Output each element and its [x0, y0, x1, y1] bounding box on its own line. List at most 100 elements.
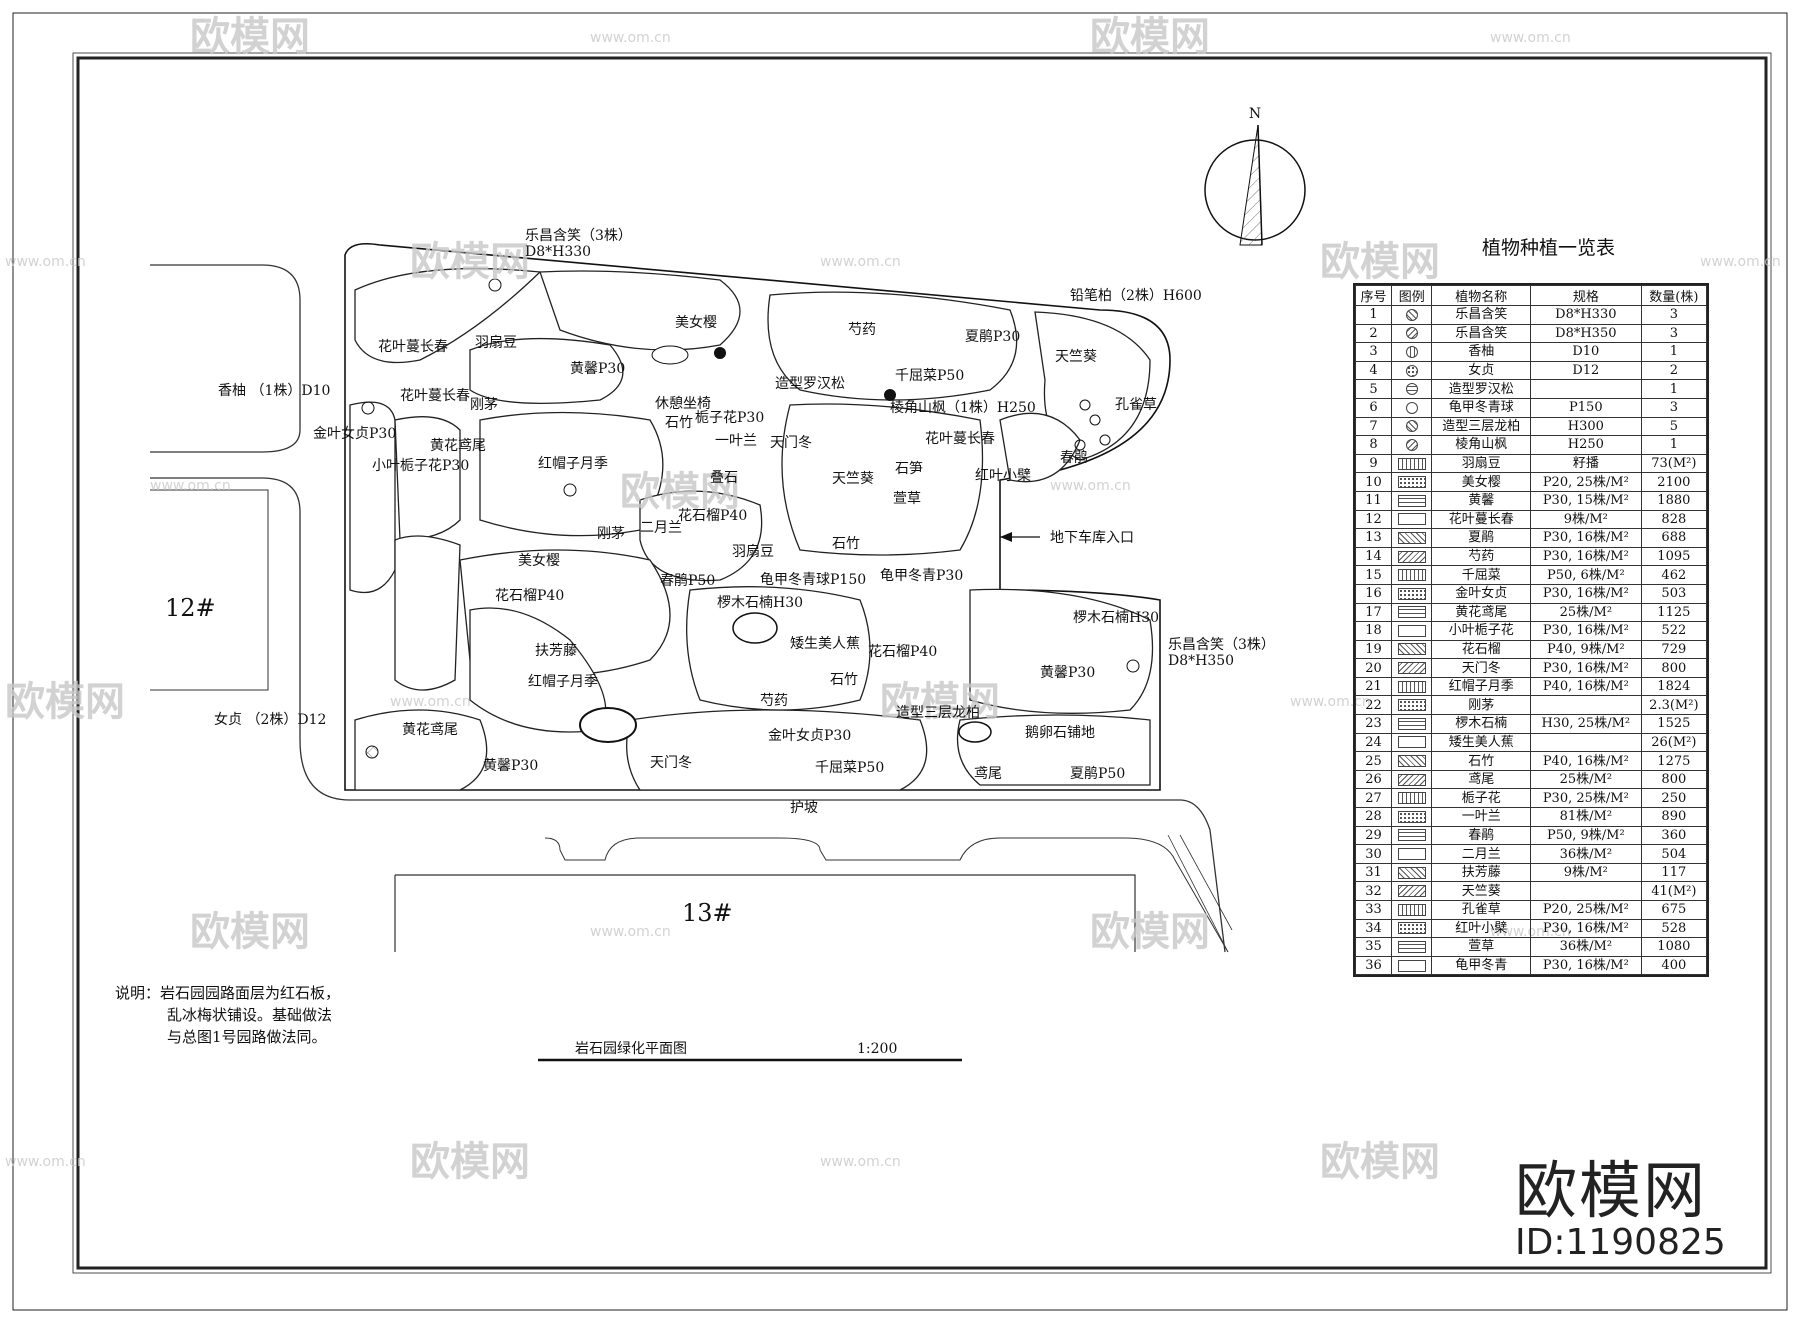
legend-symbol-cell — [1390, 900, 1433, 920]
table-cell: 504 — [1640, 844, 1708, 864]
table-cell: P20, 25株/M² — [1529, 900, 1642, 920]
watermark-brand: 欧模网 — [880, 679, 1000, 725]
zone-mei-nv-ying-1: 美女樱 — [675, 314, 717, 331]
watermark-url: www.om.cn — [390, 694, 471, 710]
table-cell: 椤木石楠 — [1431, 714, 1531, 734]
table-cell: 73(M²) — [1640, 453, 1708, 474]
table-cell: 117 — [1640, 862, 1708, 883]
legend-symbol-cell — [1390, 472, 1433, 492]
table-cell: P30, 16株/M² — [1529, 955, 1642, 976]
table-cell: 黄馨 — [1431, 490, 1531, 511]
hatch-swatch-icon — [1397, 643, 1426, 656]
table-cell: 芍药 — [1431, 546, 1531, 567]
callout-lechang-top: 乐昌含笑（3株） — [525, 228, 632, 244]
table-cell: 金叶女贞 — [1431, 583, 1531, 604]
note-line: 与总图1号园路做法同。 — [167, 1028, 327, 1046]
watermark-url: www.om.cn — [1050, 478, 1131, 494]
zone-shizhu-1: 石竹 — [665, 415, 693, 431]
legend-symbol-cell — [1390, 342, 1433, 362]
zone-xia-juan-1: 夏鹃P30 — [965, 328, 1020, 345]
table-header-cell: 数量(株) — [1640, 285, 1708, 306]
table-cell: 400 — [1640, 955, 1708, 976]
callout-privet: 女贞 （2株）D12 — [214, 711, 326, 728]
legend-symbol-cell — [1390, 435, 1433, 455]
watermark-brand: 欧模网 — [190, 909, 310, 955]
zone-xia-juan-2: 夏鹃P50 — [1070, 765, 1125, 782]
table-cell: 3 — [1640, 305, 1708, 325]
legend-symbol-cell — [1390, 918, 1433, 939]
table-cell: 1 — [1640, 379, 1708, 399]
note-line: 乱冰梅状铺设。基础做法 — [167, 1006, 333, 1024]
table-cell: P30, 16株/M² — [1529, 918, 1642, 939]
zone-label-group: 花叶蔓长春羽扇豆美女樱黄馨P30芍药夏鹃P30千屈菜P50造型罗汉松刚茅休憩坐椅… — [372, 314, 1159, 782]
watermark-url: www.om.cn — [1700, 254, 1781, 270]
legend-symbol-cell — [1390, 583, 1433, 604]
table-cell: 女贞 — [1431, 360, 1531, 381]
table-cell: H300 — [1529, 416, 1642, 437]
table-cell: 栀子花 — [1431, 788, 1531, 809]
table-cell: 23 — [1355, 714, 1392, 734]
legend-symbol-cell — [1390, 397, 1433, 418]
table-cell: 1824 — [1640, 676, 1708, 697]
table-cell: 香柚 — [1431, 342, 1531, 362]
zone-tian-zhu-kui-2: 天竺葵 — [832, 471, 874, 487]
table-cell: 13 — [1355, 528, 1392, 548]
callout-pencil-cypress: 铅笔柏（2株）H600 — [1070, 288, 1202, 304]
zone-huang-xin: 黄馨P30 — [570, 360, 625, 377]
watermark-brand: 欧模网 — [1320, 239, 1440, 285]
zone-yu-shan-dou-2: 羽扇豆 — [732, 544, 774, 560]
table-cell: 乐昌含笑 — [1431, 323, 1531, 344]
table-cell — [1529, 695, 1642, 716]
hatch-swatch-icon — [1397, 829, 1426, 842]
table-cell: 2100 — [1640, 472, 1708, 492]
zone-hua-ye-3: 花叶蔓长春 — [400, 388, 470, 404]
table-cell: P40, 9株/M² — [1529, 639, 1642, 660]
table-cell: 春鹃 — [1431, 825, 1531, 846]
zone-gang-mao-2: 刚茅 — [597, 526, 625, 542]
table-cell: P50, 6株/M² — [1529, 565, 1642, 585]
legend-symbol-cell — [1390, 881, 1433, 901]
zone-pu-di: 鹅卵石铺地 — [1025, 724, 1095, 741]
table-cell: 天门冬 — [1431, 658, 1531, 678]
table-cell: 22 — [1355, 695, 1392, 716]
table-cell: 528 — [1640, 918, 1708, 939]
hatch-swatch-icon — [1405, 383, 1418, 396]
table-cell: 1125 — [1640, 602, 1708, 623]
table-cell: P30, 25株/M² — [1529, 788, 1642, 809]
hatch-swatch-icon — [1397, 531, 1426, 544]
hatch-swatch-icon — [1397, 606, 1426, 619]
zone-mei-nv-ying-2: 美女樱 — [518, 552, 560, 569]
watermark-brand: 欧模网 — [1090, 14, 1210, 60]
table-cell: 1095 — [1640, 546, 1708, 567]
table-cell — [1529, 732, 1642, 753]
table-cell: 1525 — [1640, 714, 1708, 734]
table-cell: 造型罗汉松 — [1431, 379, 1531, 399]
hatch-swatch-icon — [1397, 792, 1426, 805]
legend-symbol-cell — [1390, 639, 1433, 660]
drawing-scale: 1:200 — [857, 1041, 897, 1057]
table-cell: 5 — [1640, 416, 1708, 437]
table-header-row: 序号 图例 植物名称 规格 数量(株) — [1355, 285, 1708, 306]
legend-symbol-cell — [1390, 937, 1433, 957]
note-line: 说明：岩石园园路面层为红石板， — [115, 984, 341, 1002]
zone-hua-shi-liu-1: 花石榴P40 — [678, 508, 747, 524]
table-cell: 21 — [1355, 676, 1392, 697]
table-cell: 36 — [1355, 955, 1392, 976]
zone-yuan-wei: 鸢尾 — [974, 766, 1002, 782]
table-cell: 扶芳藤 — [1431, 862, 1531, 883]
table-cell: 7 — [1355, 416, 1392, 437]
